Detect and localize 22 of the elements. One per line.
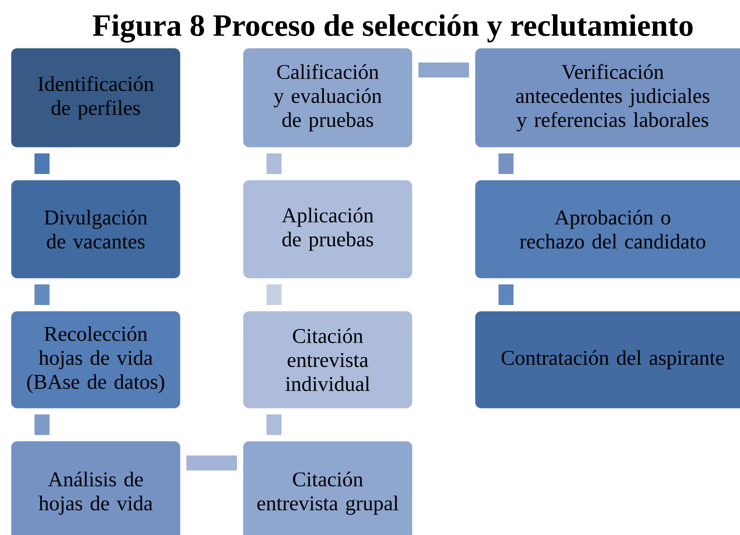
connector-bar: [266, 153, 282, 174]
process-box: Citación entrevista individual: [243, 311, 412, 408]
connector-bar: [498, 284, 514, 305]
process-box: Contratación del aspirante: [475, 311, 740, 408]
process-box: Recolección hojas de vida (BAse de datos): [11, 311, 180, 408]
connector-bar: [266, 414, 282, 435]
process-box: Aprobación o rechazo del candidato: [475, 180, 740, 278]
process-box: Identificación de perfiles: [11, 48, 180, 148]
process-box: Calificación y evaluación de pruebas: [243, 48, 412, 148]
process-box: Verificación antecedentes judiciales y referencias laborales: [475, 48, 740, 148]
process-box: Aplicación de pruebas: [243, 180, 412, 278]
connector-bar: [498, 153, 514, 174]
connector-bar: [34, 284, 50, 305]
connector-bar: [418, 62, 469, 78]
connector-bar: [34, 153, 50, 174]
title: Figura 8 Proceso de selección y reclutamiento: [92, 14, 693, 43]
connector-bar: [34, 414, 50, 435]
connector-bar: [266, 284, 282, 305]
process-box: Análisis de hojas de vida: [11, 441, 180, 535]
process-box: Citación entrevista grupal: [243, 441, 412, 535]
connector-bar: [186, 456, 237, 470]
process-box: Divulgación de vacantes: [11, 180, 180, 278]
